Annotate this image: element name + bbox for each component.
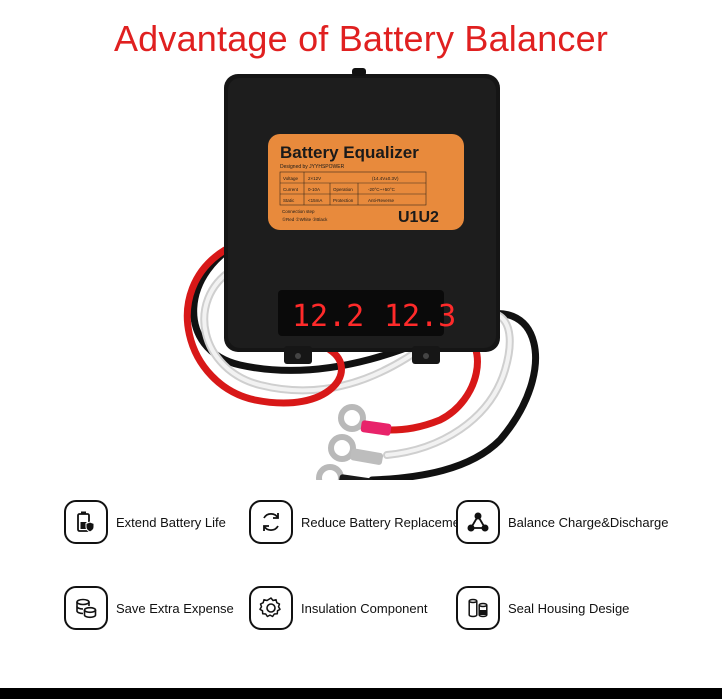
svg-text:Anti-Reverse: Anti-Reverse — [368, 198, 395, 203]
page-title: Advantage of Battery Balancer — [113, 18, 609, 59]
feature-label: Reduce Battery Replacement — [301, 514, 471, 530]
feature-save-extra-expense: Save Extra Expense — [64, 584, 234, 632]
battery-shield-icon — [64, 500, 108, 544]
feature-label: Seal Housing Desige — [508, 600, 630, 616]
svg-text:Voltage: Voltage — [283, 176, 299, 181]
right-voltage-display: 12.3 — [384, 299, 456, 334]
svg-text:Static: Static — [283, 198, 295, 203]
svg-text:-20°C~+50°C: -20°C~+50°C — [368, 187, 396, 192]
svg-text:Protection: Protection — [333, 198, 354, 203]
ring-terminals — [316, 404, 392, 480]
network-nodes-icon — [456, 500, 500, 544]
spec-table — [279, 171, 427, 206]
svg-text:Operation: Operation — [333, 187, 353, 192]
svg-text:(14.4V±0.3V): (14.4V±0.3V) — [372, 176, 399, 181]
connection-label: Connection step — [282, 209, 315, 214]
black-ring-terminal — [316, 464, 344, 480]
feature-extend-battery-life: Extend Battery Life — [64, 498, 226, 546]
svg-text:<15mA: <15mA — [308, 198, 322, 203]
voltage-displays: 12.2 12.3 — [278, 290, 456, 336]
feature-insulation-component: Insulation Component — [249, 584, 427, 632]
label-title: Battery Equalizer — [280, 143, 419, 162]
coins-icon — [64, 586, 108, 630]
label-subtitle: Designed by JYYHSPOWER — [280, 164, 345, 170]
bottom-bar — [0, 688, 722, 699]
white-ring-terminal — [328, 434, 356, 462]
connection-steps: ①Red ②White ③Black — [282, 217, 328, 222]
feature-balance-charge-discharge: Balance Charge&Discharge — [456, 498, 668, 546]
battery-equalizer-product-image: Battery Equalizer Designed by JYYHSPOWER… — [183, 68, 539, 480]
feature-reduce-battery-replacement: Reduce Battery Replacement — [249, 498, 471, 546]
feature-label: Balance Charge&Discharge — [508, 514, 669, 530]
red-ring-terminal — [338, 404, 366, 432]
refresh-icon — [249, 500, 293, 544]
feature-label: Insulation Component — [301, 600, 428, 616]
feature-label: Save Extra Expense — [116, 600, 234, 616]
device-label: Battery Equalizer Designed by JYYHSPOWER… — [268, 134, 464, 230]
svg-text:Current: Current — [283, 187, 299, 192]
left-voltage-display: 12.2 — [292, 299, 364, 334]
feature-label: Extend Battery Life — [116, 514, 226, 530]
battery-cells-icon — [456, 586, 500, 630]
svg-text:2×12V: 2×12V — [308, 176, 321, 181]
svg-text:0-10A: 0-10A — [308, 187, 320, 192]
feature-seal-housing-design: Seal Housing Desige — [456, 584, 629, 632]
gear-icon — [249, 586, 293, 630]
model-number: U1U2 — [398, 209, 439, 226]
